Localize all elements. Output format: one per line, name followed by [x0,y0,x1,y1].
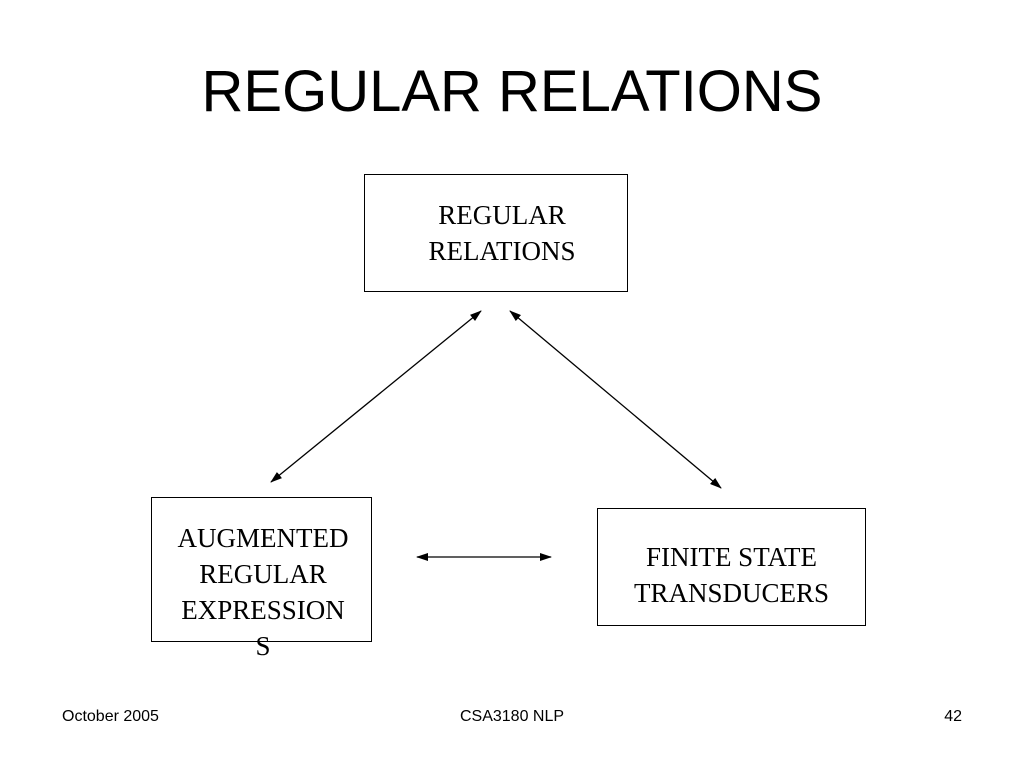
node-box-regular-relations [364,174,628,292]
node-label-line: S [255,631,271,661]
node-label-line: FINITE STATE [645,542,818,572]
node-label-augmented-regular-expressions: AUGMENTED REGULAR EXPRESSION S [145,520,381,664]
slide-title: REGULAR RELATIONS [201,59,823,124]
node-box-augmented-regular-expressions [151,497,372,642]
node-box-finite-state-transducers [597,508,866,626]
arrow-relations-augmented [270,310,482,483]
node-label-line: RELATIONS [428,236,576,266]
node-label-line: AUGMENTED [177,523,349,553]
arrow-relations-transducers [509,310,722,489]
node-label-line: REGULAR [438,200,566,230]
footer-page-number: 42 [944,708,962,725]
footer-date: October 2005 [62,708,159,725]
node-label-line: TRANSDUCERS [633,578,830,608]
node-label-regular-relations: REGULAR RELATIONS [364,197,640,269]
node-label-finite-state-transducers: FINITE STATE TRANSDUCERS [597,539,866,611]
node-label-line: EXPRESSION [181,595,345,625]
footer-course: CSA3180 NLP [459,708,565,725]
node-label-line: REGULAR [199,559,327,589]
